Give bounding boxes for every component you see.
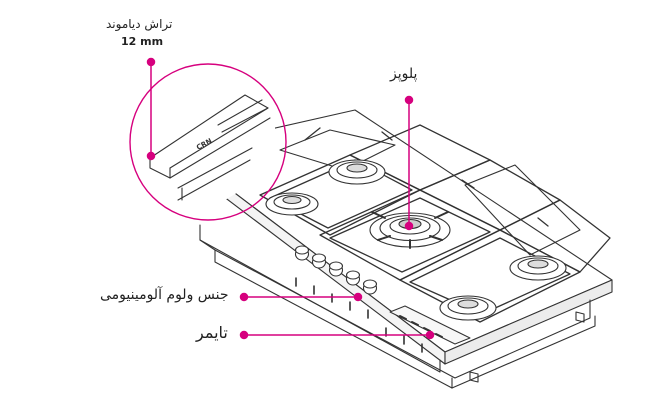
callout-label-timer: تایمر	[196, 323, 228, 342]
callout-dot-burner-top	[404, 95, 414, 105]
callout-label-diamond: تراش دیاموند	[106, 17, 173, 31]
timer-panel	[389, 305, 471, 345]
zoom-circle	[129, 63, 287, 221]
control-knobs	[294, 245, 378, 295]
callout-dot-diamond-end	[146, 151, 156, 161]
burner-front-right	[509, 255, 567, 281]
grate-frame-left	[279, 129, 396, 171]
callout-dot-timer-start	[239, 330, 249, 340]
callout-dot-diamond-top	[146, 57, 156, 67]
burner-back-left	[265, 192, 319, 216]
foot-right	[575, 311, 585, 323]
zoom-detail	[149, 94, 275, 218]
callout-dot-timer-end	[425, 330, 435, 340]
knob-5	[362, 279, 378, 295]
callout-dot-knobs-start	[239, 292, 249, 302]
grate-frame-right-back	[464, 164, 581, 256]
callout-label-diamond-size: 12 mm	[121, 35, 164, 48]
burner-back-center	[328, 159, 386, 185]
knob-4	[345, 270, 361, 286]
foot-left	[469, 371, 479, 383]
knob-3	[328, 261, 344, 277]
callout-dot-burner-end	[404, 221, 414, 231]
burner-front-center	[439, 295, 497, 321]
casing-bottom	[199, 239, 591, 379]
knob-1	[294, 245, 310, 261]
callout-dot-knobs-end	[353, 292, 363, 302]
glass-side-edge	[444, 279, 613, 365]
grate-bars	[259, 124, 611, 323]
knob-2	[311, 253, 327, 269]
callout-label-burner: پلوپز	[390, 66, 418, 82]
callout-label-knobs: جنس ولوم آلومینیومی	[100, 287, 229, 303]
